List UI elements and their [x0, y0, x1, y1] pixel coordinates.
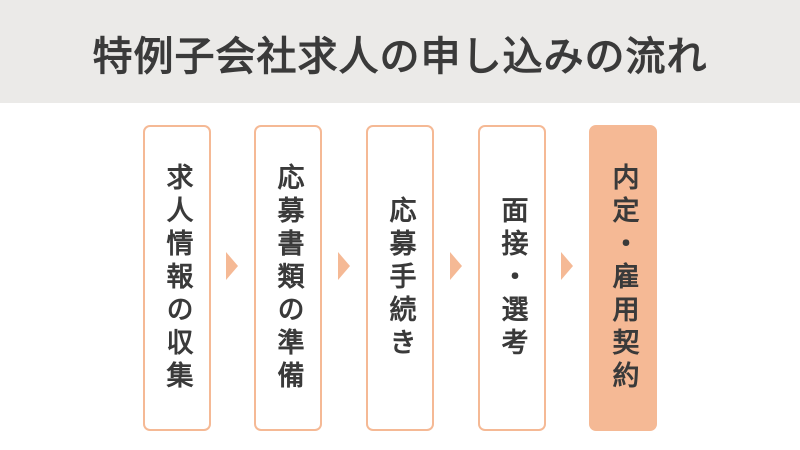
flow-step-job-info-collection: 求人情報の収集: [143, 125, 211, 431]
triangle-right-icon: [561, 252, 573, 280]
triangle-right-icon: [338, 252, 350, 280]
step-label: 応募書類の準備: [272, 162, 304, 394]
header-banner: 特例子会社求人の申し込みの流れ: [0, 0, 800, 103]
page-title: 特例子会社求人の申し込みの流れ: [92, 33, 708, 80]
flow-step-interview-selection: 面接・選考: [478, 125, 546, 431]
step-label: 面接・選考: [496, 195, 528, 361]
flow-step-offer-employment-contract: 内定・雇用契約: [589, 125, 657, 431]
step-label: 内定・雇用契約: [607, 162, 639, 394]
flow-step-application-documents: 応募書類の準備: [254, 125, 322, 431]
step-label: 応募手続き: [384, 195, 416, 361]
flow-step-application-procedure: 応募手続き: [366, 125, 434, 431]
step-label: 求人情報の収集: [161, 162, 193, 394]
triangle-right-icon: [450, 252, 462, 280]
triangle-right-icon: [226, 252, 238, 280]
